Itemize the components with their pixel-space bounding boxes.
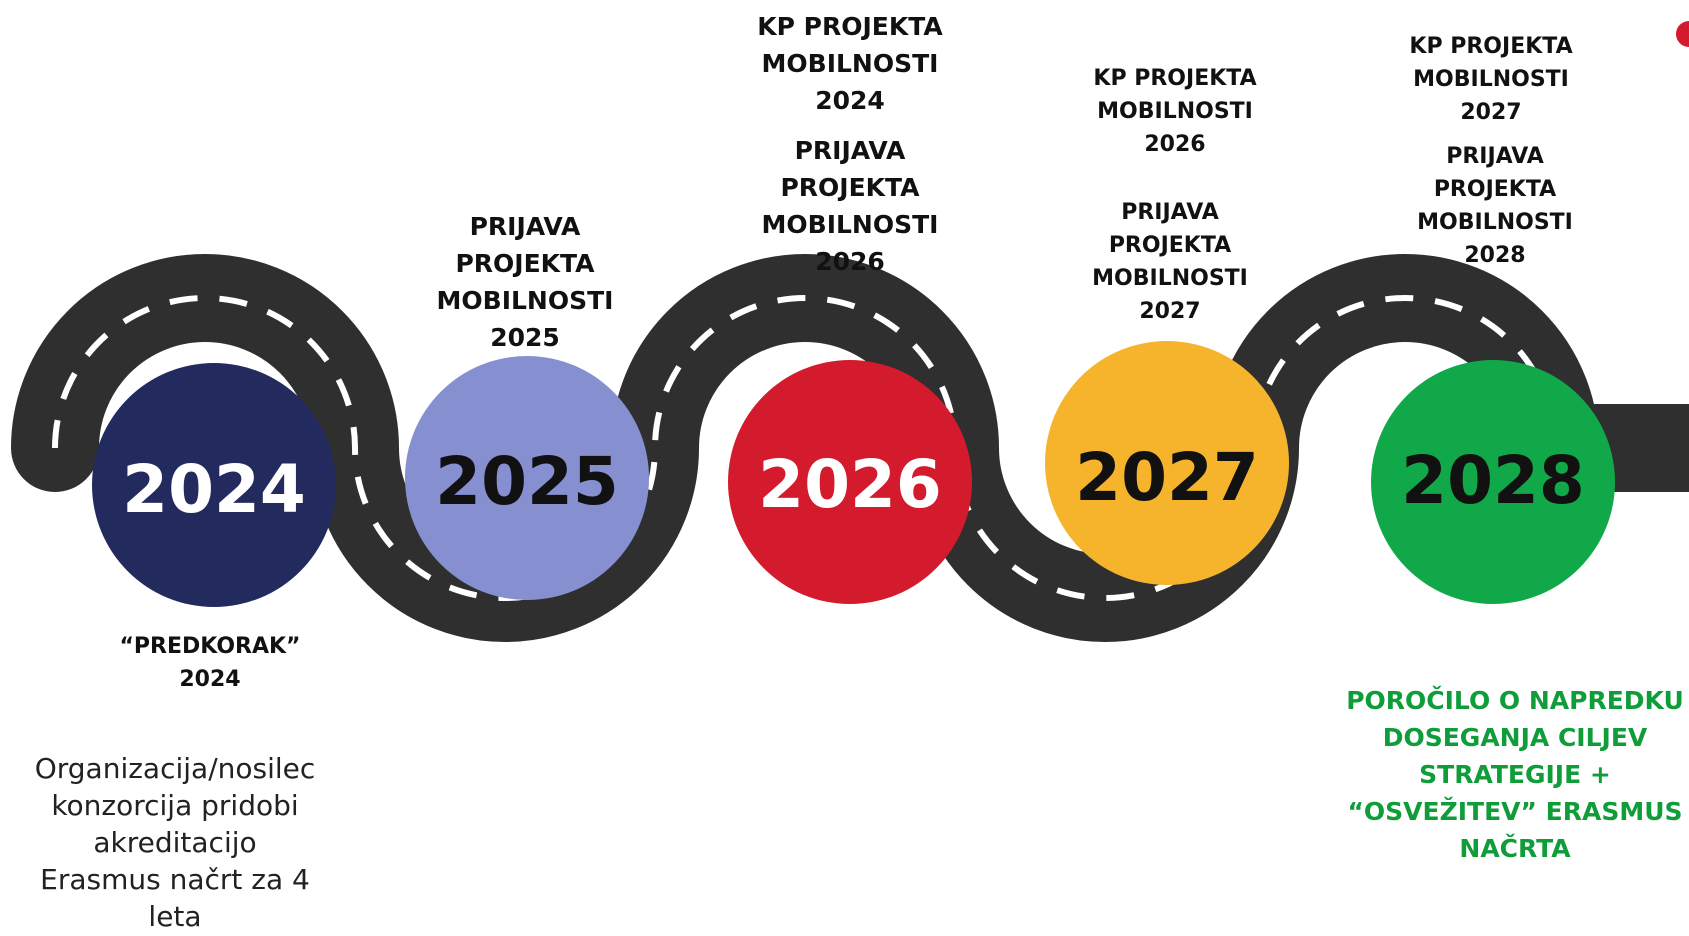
label-line: NAČRTA (1459, 834, 1571, 863)
label-line: MOBILNOSTI (1097, 99, 1253, 124)
year-label: 2025 (435, 443, 619, 520)
label-line: 2028 (1464, 243, 1526, 268)
label-progress-report: POROČILO O NAPREDKU DOSEGANJA CILJEV STR… (1345, 682, 1685, 867)
label-kp-2027: KP PROJEKTA MOBILNOSTI 2027 (1386, 30, 1596, 129)
label-line: KP PROJEKTA (757, 12, 943, 41)
label-line: 2025 (490, 323, 560, 352)
label-line: PROJEKTA (780, 173, 920, 202)
label-line: PROJEKTA (455, 249, 595, 278)
label-line: MOBILNOSTI (761, 210, 939, 239)
label-line: MOBILNOSTI (436, 286, 614, 315)
year-circle-2028: 2028 (1371, 360, 1615, 604)
year-circle-bg (1045, 341, 1289, 585)
label-line: leta (148, 900, 202, 933)
year-circle-2025: 2025 (405, 356, 649, 600)
label-line: PRIJAVA (794, 136, 906, 165)
year-circle-bg (728, 360, 972, 604)
label-line: KP PROJEKTA (1409, 34, 1573, 59)
year-label: 2028 (1401, 442, 1585, 519)
label-kp-2024: KP PROJEKTA MOBILNOSTI 2024 (730, 8, 970, 119)
label-line: POROČILO O NAPREDKU (1346, 686, 1684, 715)
label-line: “OSVEŽITEV” ERASMUS (1347, 797, 1683, 826)
label-prijava-2027: PRIJAVA PROJEKTA MOBILNOSTI 2027 (1070, 196, 1270, 328)
label-predkorak: “PREDKORAK” 2024 (100, 630, 320, 696)
label-prijava-2025: PRIJAVA PROJEKTA MOBILNOSTI 2025 (420, 208, 630, 356)
label-line: PRIJAVA (1121, 200, 1219, 225)
label-accreditation: Organizacija/nosilec konzorcija pridobi … (10, 750, 340, 935)
label-line: akreditacijo (93, 826, 257, 859)
label-line: 2024 (815, 86, 885, 115)
year-circle-2027: 2027 (1045, 341, 1289, 585)
label-line: konzorcija pridobi (51, 789, 299, 822)
label-line: Organizacija/nosilec (34, 752, 316, 785)
year-circle-bg (92, 363, 336, 607)
accent-dot (1676, 21, 1689, 47)
year-circle-bg (1371, 360, 1615, 604)
label-kp-2026: KP PROJEKTA MOBILNOSTI 2026 (1070, 62, 1280, 161)
label-line: STRATEGIJE + (1419, 760, 1611, 789)
label-line: MOBILNOSTI (1417, 210, 1573, 235)
label-line: PRIJAVA (469, 212, 581, 241)
label-line: 2027 (1460, 100, 1522, 125)
label-line: MOBILNOSTI (1413, 67, 1569, 92)
label-line: MOBILNOSTI (761, 49, 939, 78)
road-center-dashes (52, 295, 1558, 601)
label-line: KP PROJEKTA (1093, 66, 1257, 91)
label-line: 2026 (1144, 132, 1206, 157)
label-line: 2026 (815, 247, 885, 276)
year-label: 2026 (758, 446, 942, 523)
label-line: PROJEKTA (1108, 233, 1232, 258)
label-prijava-2028: PRIJAVA PROJEKTA MOBILNOSTI 2028 (1395, 140, 1595, 272)
year-circle-2026: 2026 (728, 360, 972, 604)
label-line: MOBILNOSTI (1092, 266, 1248, 291)
label-line: DOSEGANJA CILJEV (1382, 723, 1648, 752)
label-line: PROJEKTA (1433, 177, 1557, 202)
label-line: 2024 (179, 667, 241, 692)
year-label: 2024 (122, 451, 306, 528)
label-line: Erasmus načrt za 4 (40, 863, 310, 896)
year-circle-2024: 2024 (92, 363, 336, 607)
winding-road (11, 254, 1689, 642)
label-line: 2027 (1139, 299, 1201, 324)
label-line: PRIJAVA (1446, 144, 1544, 169)
year-label: 2027 (1075, 439, 1259, 516)
year-circle-bg (405, 356, 649, 600)
label-prijava-2026: PRIJAVA PROJEKTA MOBILNOSTI 2026 (745, 132, 955, 280)
label-line: “PREDKORAK” (119, 634, 301, 659)
